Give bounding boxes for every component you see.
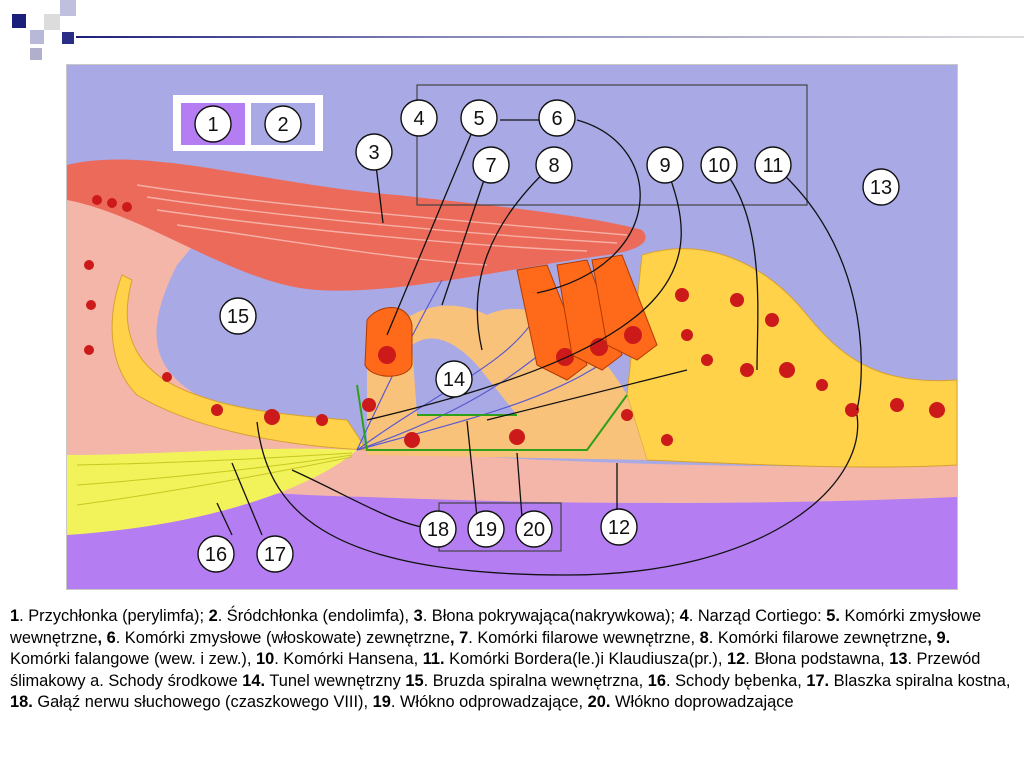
callout-2: 2 <box>264 105 302 143</box>
organ-of-corti-diagram: 1 2 3 4 5 6 7 8 9 10 11 12 13 14 15 16 1… <box>66 64 958 590</box>
caption-number: 12 <box>726 650 746 669</box>
callout-13: 13 <box>862 168 900 206</box>
svg-text:3: 3 <box>368 142 379 164</box>
caption-number: 19 <box>372 693 391 712</box>
inner-hair-cell-nucleus <box>378 346 396 364</box>
corner-square-grey-2 <box>30 48 42 60</box>
caption-number: 8 <box>699 628 709 647</box>
caption-text: Tunel wewnętrzny <box>265 671 406 690</box>
caption-text: . Śródchłonka (endolimfa), <box>217 607 414 625</box>
svg-text:19: 19 <box>475 519 497 541</box>
outer-hair-cells <box>516 254 658 381</box>
svg-text:8: 8 <box>548 155 559 177</box>
caption-number: 2 <box>208 607 218 625</box>
caption-text: Gałąź nerwu słuchowego (czaszkowego VIII… <box>32 693 373 712</box>
corner-square-grey <box>44 14 60 30</box>
caption-text: . Włókno odprowadzające, <box>390 693 588 712</box>
callout-4: 4 <box>400 99 438 137</box>
caption-legend: 1. Przychłonka (perylimfa); 2. Śródchłon… <box>10 606 1014 714</box>
caption-number: 4 <box>679 607 689 625</box>
caption-number: 15 <box>405 671 424 690</box>
callout-9: 9 <box>646 146 684 184</box>
caption-number: 18. <box>10 693 33 712</box>
cell-nuclei <box>84 195 945 448</box>
caption-text: . Komórki Hansena, <box>274 650 423 669</box>
svg-text:6: 6 <box>551 108 562 130</box>
caption-number: , 6 <box>97 628 116 647</box>
caption-number: 16 <box>647 671 666 690</box>
callout-8: 8 <box>535 146 573 184</box>
svg-text:9: 9 <box>659 155 670 177</box>
organ-of-corti-bracket <box>416 84 808 206</box>
svg-text:11: 11 <box>763 155 784 177</box>
hensen-cells <box>626 248 957 468</box>
callout-5: 5 <box>460 99 498 137</box>
caption-text: . Błona pokrywająca(nakrywkowa); <box>422 607 680 625</box>
caption-number: 5. <box>826 607 840 625</box>
callout-12: 12 <box>600 508 638 546</box>
caption-number: 11. <box>422 650 445 669</box>
caption-text: . Schody bębenka, <box>665 671 807 690</box>
svg-text:2: 2 <box>277 114 288 136</box>
caption-number: 17. <box>806 671 830 690</box>
callout-17: 17 <box>256 535 294 573</box>
caption-number: 13 <box>889 650 908 669</box>
caption-text: . Komórki filarowe zewnętrzne <box>708 628 928 647</box>
callout-20: 20 <box>515 510 553 548</box>
svg-text:20: 20 <box>523 519 545 541</box>
caption-text: . Narząd Cortiego: <box>688 607 827 625</box>
svg-text:7: 7 <box>485 155 496 177</box>
corner-square-navy <box>12 14 26 28</box>
callouts: 1 2 3 4 5 6 7 8 9 10 11 12 13 14 15 16 1… <box>194 99 900 573</box>
callout-1: 1 <box>194 105 232 143</box>
svg-text:15: 15 <box>227 306 249 328</box>
caption-text: Włókno doprowadzające <box>610 693 794 712</box>
callout-16: 16 <box>197 535 235 573</box>
svg-text:14: 14 <box>443 369 465 391</box>
callout-3: 3 <box>355 133 393 171</box>
caption-text: Komórki zmysłowe wewnętrzne <box>10 607 982 647</box>
svg-text:13: 13 <box>870 177 892 199</box>
caption-text: Komórki Bordera(le.)i Klaudiusza(pr.), <box>444 650 727 669</box>
callout-7: 7 <box>472 146 510 184</box>
caption-text: Blaszka spiralna kostna, <box>829 671 1011 690</box>
callout-18: 18 <box>419 510 457 548</box>
caption-number: 14. <box>242 671 266 690</box>
caption-text: . Błona podstawna, <box>745 650 890 669</box>
caption-text: . Przychłonka (perylimfa); <box>19 607 209 625</box>
svg-text:17: 17 <box>264 544 286 566</box>
caption-number: , 9. <box>927 628 951 647</box>
caption-text: Komórki falangowe (wew. i zew.), <box>10 650 256 669</box>
caption-number: 20. <box>587 693 611 712</box>
svg-text:5: 5 <box>473 108 484 130</box>
caption-text: . Bruzda spiralna wewnętrzna, <box>423 671 648 690</box>
callout-10: 10 <box>700 146 738 184</box>
svg-text:10: 10 <box>708 155 730 177</box>
caption-number: 3 <box>413 607 423 625</box>
callout-14: 14 <box>435 360 473 398</box>
callout-19: 19 <box>467 510 505 548</box>
top-rule <box>76 36 1024 38</box>
svg-text:1: 1 <box>207 114 218 136</box>
caption-number: 10 <box>255 650 275 669</box>
svg-text:18: 18 <box>427 519 449 541</box>
svg-text:16: 16 <box>205 544 227 566</box>
callout-6: 6 <box>538 99 576 137</box>
tectorial-membrane <box>67 159 646 291</box>
callout-11: 11 <box>754 146 792 184</box>
leader-lines <box>216 119 862 576</box>
caption-text: . Komórki filarowe wewnętrzne, <box>468 628 700 647</box>
caption-text: . Przewód ślimakowy a. Schody środkowe <box>10 650 981 690</box>
caption-text: . Komórki zmysłowe (włoskowate) zewnętrz… <box>115 628 450 647</box>
svg-text:4: 4 <box>413 108 424 130</box>
corner-square-lavender <box>30 30 44 44</box>
corner-square-lavender-2 <box>60 0 76 16</box>
svg-text:12: 12 <box>608 517 630 539</box>
inner-hair-cell <box>364 307 413 377</box>
callout-15: 15 <box>219 297 257 335</box>
corner-square-navy-2 <box>62 32 74 44</box>
caption-number: , 7 <box>450 628 469 647</box>
caption-number: 1 <box>10 607 20 625</box>
